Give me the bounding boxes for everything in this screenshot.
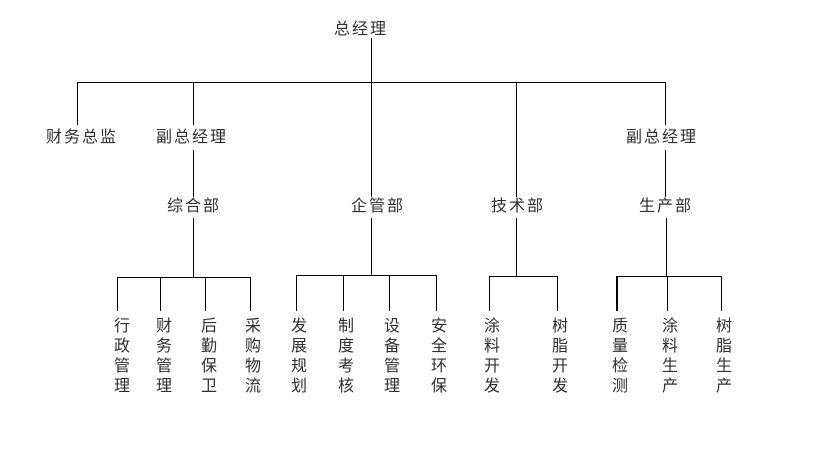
connector-technical-dept-stem <box>516 218 517 276</box>
connector-root-stem <box>371 38 372 82</box>
connector-leaf-drop <box>616 276 618 311</box>
leaf-coating-development: 涂料开发 <box>481 317 500 397</box>
node-dept-general: 综合部 <box>166 196 222 215</box>
connector-leaf-drop <box>205 277 206 311</box>
connector-drop-deputy-gm-right <box>665 82 666 125</box>
connector-production-dept-rail <box>617 276 722 277</box>
connector-general-dept-rail <box>117 277 251 278</box>
leaf-coating-production: 涂料生产 <box>659 317 678 397</box>
leaf-equipment-management: 设备管理 <box>381 317 400 397</box>
connector-leaf-drop <box>721 276 722 311</box>
connector-leaf-drop <box>296 275 297 311</box>
leaf-admin-management: 行政管理 <box>111 317 130 397</box>
connector-drop-enterprise-dept <box>371 82 372 197</box>
node-general-manager: 总经理 <box>333 19 389 38</box>
leaf-finance-management: 财务管理 <box>153 317 172 397</box>
node-deputy-gm-right: 副总经理 <box>625 127 699 146</box>
connector-deputy-left-to-general-dept <box>193 150 194 197</box>
leaf-development-planning: 发展规划 <box>288 317 307 397</box>
node-deputy-gm-left: 副总经理 <box>155 127 229 146</box>
connector-leaf-drop <box>489 276 490 311</box>
connector-drop-technical-dept <box>516 82 517 197</box>
leaf-procurement-logistics: 采购物流 <box>242 317 261 397</box>
connector-leaf-drop <box>250 277 251 311</box>
node-dept-enterprise: 企管部 <box>350 196 406 215</box>
connector-leaf-drop <box>389 275 390 311</box>
connector-leaf-drop <box>117 277 118 311</box>
connector-enterprise-dept-stem <box>371 218 372 275</box>
leaf-system-assessment: 制度考核 <box>335 317 354 397</box>
leaf-quality-inspection: 质量检测 <box>609 317 628 397</box>
connector-general-dept-stem <box>193 218 194 277</box>
leaf-safety-environment: 安全环保 <box>428 317 447 397</box>
node-finance-director: 财务总监 <box>45 127 119 146</box>
connector-technical-dept-rail <box>489 276 558 277</box>
connector-leaf-drop <box>557 276 558 311</box>
connector-enterprise-dept-rail <box>296 275 437 276</box>
leaf-resin-production: 树脂生产 <box>713 317 732 397</box>
connector-leaf-drop <box>667 276 668 311</box>
connector-deputy-right-to-production-dept <box>665 150 666 197</box>
connector-leaf-drop <box>160 277 161 311</box>
connector-drop-deputy-gm-left <box>193 82 194 125</box>
leaf-logistics-security: 后勤保卫 <box>198 317 217 397</box>
connector-drop-finance-director <box>77 82 78 125</box>
node-dept-production: 生产部 <box>638 196 694 215</box>
connector-leaf-drop <box>436 275 437 311</box>
node-dept-technical: 技术部 <box>490 196 546 215</box>
leaf-resin-development: 树脂开发 <box>549 317 568 397</box>
connector-production-dept-stem <box>666 218 667 276</box>
connector-leaf-drop <box>343 275 344 311</box>
